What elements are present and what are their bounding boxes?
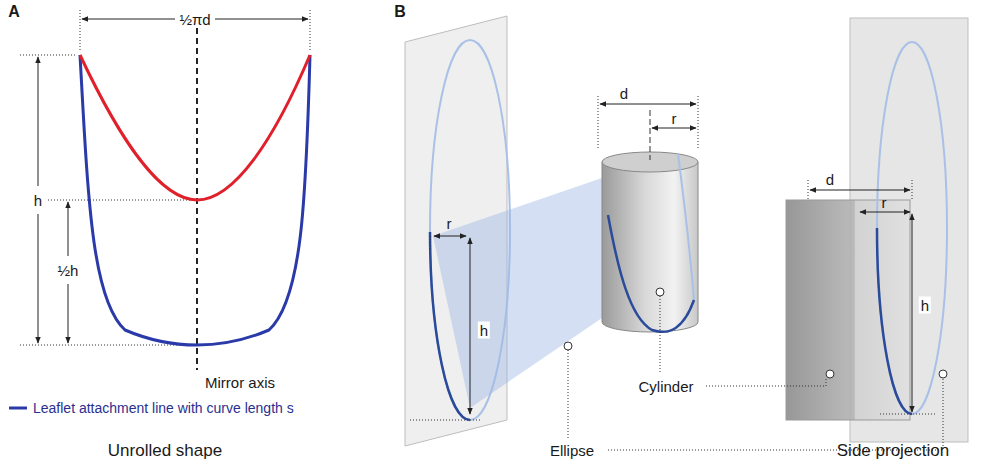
dimension-label: h [478, 322, 490, 339]
cylinder [598, 96, 698, 332]
legend-line-sample [8, 403, 28, 413]
dimension-label: r [447, 216, 452, 231]
side-projection [786, 18, 968, 442]
ellipse-plane [405, 16, 602, 446]
dimension-label: h [32, 192, 44, 209]
leader-lines [568, 296, 943, 450]
dimension-label: Side projection [837, 442, 949, 459]
panel-a [20, 10, 310, 370]
dimension-label: h [919, 297, 931, 314]
panel-letter: A [8, 4, 20, 20]
dimension-label: d [826, 172, 834, 187]
dimension-label: Unrolled shape [108, 442, 222, 459]
dimension-label: r [672, 111, 677, 126]
panel-letter: B [394, 4, 406, 20]
dimension-label: r [882, 195, 887, 210]
dimension-label: Cylinder [638, 379, 693, 394]
dimension-label: ½h [56, 262, 81, 279]
legend-text: Leaflet attachment line with curve lengt… [33, 400, 294, 416]
dimension-label: ½πd [177, 11, 212, 28]
dimension-label: d [620, 86, 628, 101]
dimension-label: Ellipse [550, 443, 594, 458]
legend-item: Leaflet attachment line with curve lengt… [8, 400, 294, 416]
dimension-label: Mirror axis [205, 375, 275, 390]
